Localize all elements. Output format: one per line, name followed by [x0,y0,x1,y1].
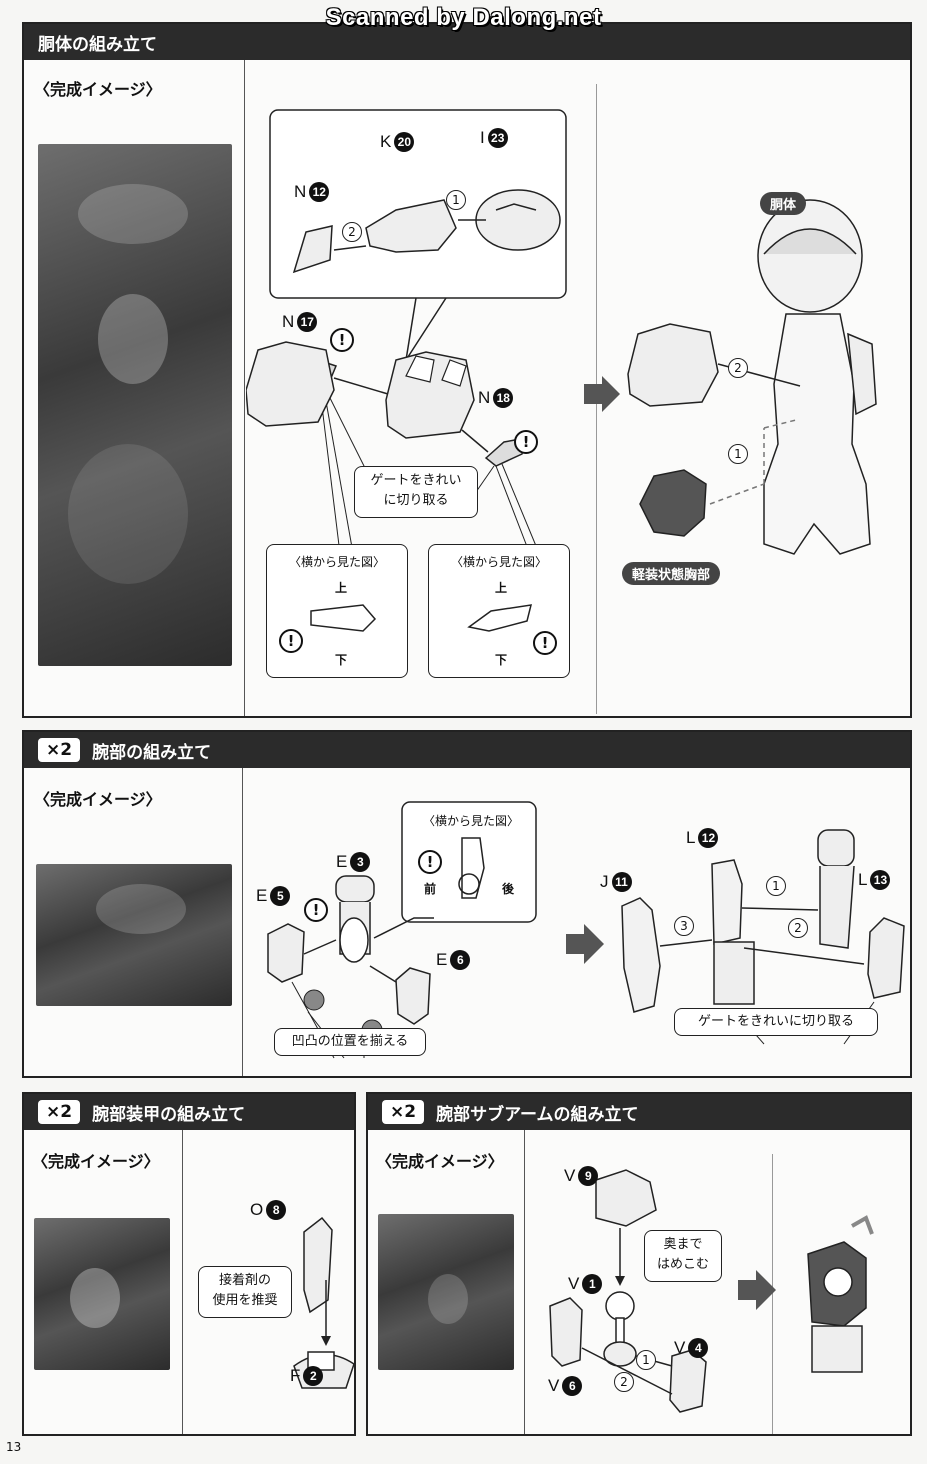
step-marker-3: 3 [674,916,694,936]
gate-cut-note: ゲートをきれいに切り取る [674,1008,878,1036]
warning-icon: ! [514,430,538,454]
section-header: 胴体の組み立て [24,24,910,60]
torso-assembly-section: 胴体の組み立て 〈完成イメージ〉 [22,22,912,718]
torso-parts-diagram [246,109,567,571]
step-marker-1: 1 [636,1350,656,1370]
step-marker-2: 2 [342,222,362,242]
finished-image-label: 〈完成イメージ〉 [376,1152,504,1171]
arm-armor-diagram [293,1216,354,1389]
step-marker-2: 2 [728,358,748,378]
section-title: 胴体の組み立て [38,34,157,55]
torso-label: 胴体 [760,192,807,215]
section-header: ×2 腕部サブアームの組み立て [368,1094,910,1130]
finished-image-photo [36,864,232,1006]
side-view-left: 〈横から見た図〉 上 ! 下 [266,544,408,678]
side-view-title: 〈横から見た図〉 [422,814,519,828]
push-in-note: 奥まで はめこむ [644,1230,722,1282]
finished-image-label: 〈完成イメージ〉 [34,790,162,809]
section-header: ×2 腕部装甲の組み立て [24,1094,354,1130]
finished-image-label: 〈完成イメージ〉 [34,80,162,99]
finished-image-label: 〈完成イメージ〉 [32,1152,160,1171]
front-label: 前 [424,882,437,896]
page-number: 13 [6,1440,22,1454]
finished-image-photo [38,144,232,666]
quantity-badge: ×2 [382,1100,425,1124]
align-note: 凹凸の位置を揃える [274,1028,426,1056]
side-view-right: 〈横から見た図〉 上 ! 下 [428,544,570,678]
step-marker-2: 2 [614,1372,634,1392]
step-marker-1: 1 [766,876,786,896]
light-chest-label: 軽装状態胸部 [622,562,721,585]
finished-image-photo [34,1218,170,1370]
warning-icon: ! [304,898,328,922]
quantity-badge: ×2 [38,738,81,762]
gate-cut-note: ゲートをきれい に切り取る [354,466,478,518]
arm-assembly-section: ×2 腕部の組み立て 〈完成イメージ〉 [22,730,912,1078]
finished-image-photo [378,1214,514,1370]
torso-body-diagram [627,199,877,555]
step-marker-2: 2 [788,918,808,938]
back-label: 後 [502,882,515,896]
step-marker-1: 1 [728,444,748,464]
section-title: 腕部の組み立て [92,742,212,763]
arm-parts-diagram [267,801,905,1059]
section-title: 腕部サブアームの組み立て [436,1104,639,1125]
step-marker-1: 1 [446,190,466,210]
glue-note: 接着剤の 使用を推奨 [198,1266,292,1318]
warning-icon: ! [279,629,303,653]
arrow-right-icon [584,376,620,412]
watermark: Scanned by Dalong.net [325,4,602,31]
warning-icon: ! [330,328,354,352]
section-header: ×2 腕部の組み立て [24,732,910,768]
sub-arm-diagram [549,1169,874,1413]
warning-icon: ! [533,631,557,655]
warning-icon: ! [418,850,442,874]
quantity-badge: ×2 [38,1100,81,1124]
section-title: 腕部装甲の組み立て [92,1104,246,1125]
